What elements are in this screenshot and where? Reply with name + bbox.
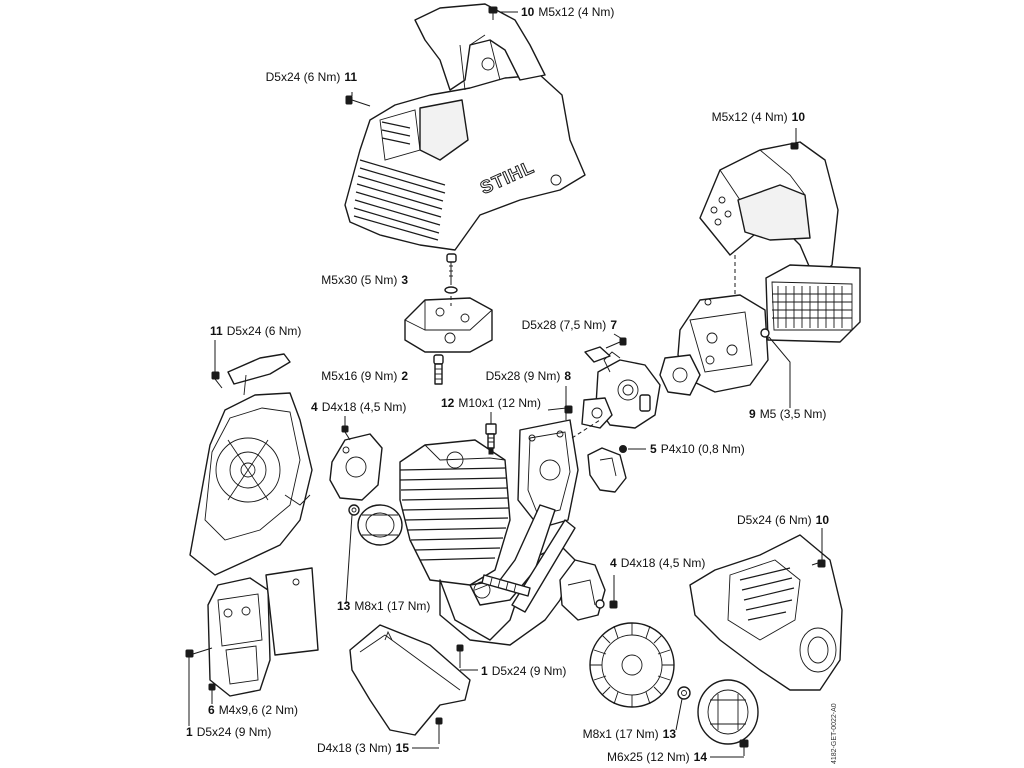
screw-14 bbox=[739, 739, 749, 756]
starter-rope-handle bbox=[227, 353, 291, 396]
screw-10-filter-cover bbox=[790, 142, 799, 150]
callout-11-housing: D5x24 (6 Nm)11 bbox=[266, 70, 358, 84]
callout-10-fan: D5x24 (6 Nm)10 bbox=[737, 513, 829, 527]
housing-vent-slots bbox=[353, 121, 446, 241]
screw-1-left bbox=[185, 647, 213, 658]
screw-2 bbox=[433, 354, 444, 385]
screw-4-lower bbox=[595, 599, 618, 609]
pawl-carrier-plate bbox=[329, 433, 383, 501]
screw-15 bbox=[435, 717, 443, 744]
air-filter-element bbox=[765, 264, 861, 343]
document-reference: 4182-GET-0022-A0 bbox=[831, 703, 838, 764]
fan-housing-vents bbox=[739, 567, 795, 621]
callout-8: D5x28 (9 Nm)8 bbox=[486, 369, 572, 383]
screw-8 bbox=[547, 405, 573, 420]
starter-housing bbox=[189, 392, 313, 576]
callout-15: D4x18 (3 Nm)15 bbox=[317, 741, 409, 755]
screw-3 bbox=[444, 253, 458, 294]
callout-3: M5x30 (5 Nm)3 bbox=[321, 273, 408, 287]
intake-manifold bbox=[517, 419, 579, 529]
engine-housing-shroud: STIHL bbox=[344, 3, 586, 251]
air-filter-cover bbox=[699, 141, 839, 281]
callout-13-right: M8x1 (17 Nm)13 bbox=[583, 727, 677, 741]
callout-7: D5x28 (7,5 Nm)7 bbox=[522, 318, 618, 332]
muffler-heat-shield bbox=[265, 567, 319, 656]
intake-gasket bbox=[581, 397, 613, 429]
screw-1-center bbox=[456, 644, 464, 668]
flywheel bbox=[589, 622, 675, 708]
screw-7 bbox=[584, 337, 627, 363]
ignition-coil-module bbox=[587, 447, 627, 493]
bottom-cover bbox=[349, 624, 471, 736]
screw-5 bbox=[619, 445, 627, 453]
cylinder-top-cover bbox=[404, 297, 493, 353]
cylinder-cooling-fins bbox=[399, 467, 510, 561]
screw-10-top bbox=[488, 6, 498, 20]
clutch-assembly bbox=[697, 679, 759, 745]
crankshaft-stub bbox=[481, 574, 531, 597]
screw-11-starter bbox=[211, 371, 223, 389]
carburetor-gasket bbox=[659, 354, 701, 396]
nut-9 bbox=[760, 328, 770, 338]
screw-6 bbox=[208, 683, 216, 691]
muffler bbox=[207, 577, 271, 697]
screw-11-housing bbox=[345, 95, 371, 107]
callout-10-right: M5x12 (4 Nm)10 bbox=[712, 110, 806, 124]
callout-2: M5x16 (9 Nm)2 bbox=[321, 369, 408, 383]
carburetor bbox=[595, 351, 661, 429]
callout-14: M6x25 (12 Nm)14 bbox=[607, 750, 707, 764]
nut-13-right bbox=[677, 686, 691, 700]
fan-housing bbox=[689, 534, 843, 691]
nut-13-left bbox=[348, 504, 360, 516]
starter-rope-rotor bbox=[357, 504, 403, 546]
screw-4-upper bbox=[341, 425, 351, 441]
cylinder-crankcase bbox=[399, 439, 576, 646]
